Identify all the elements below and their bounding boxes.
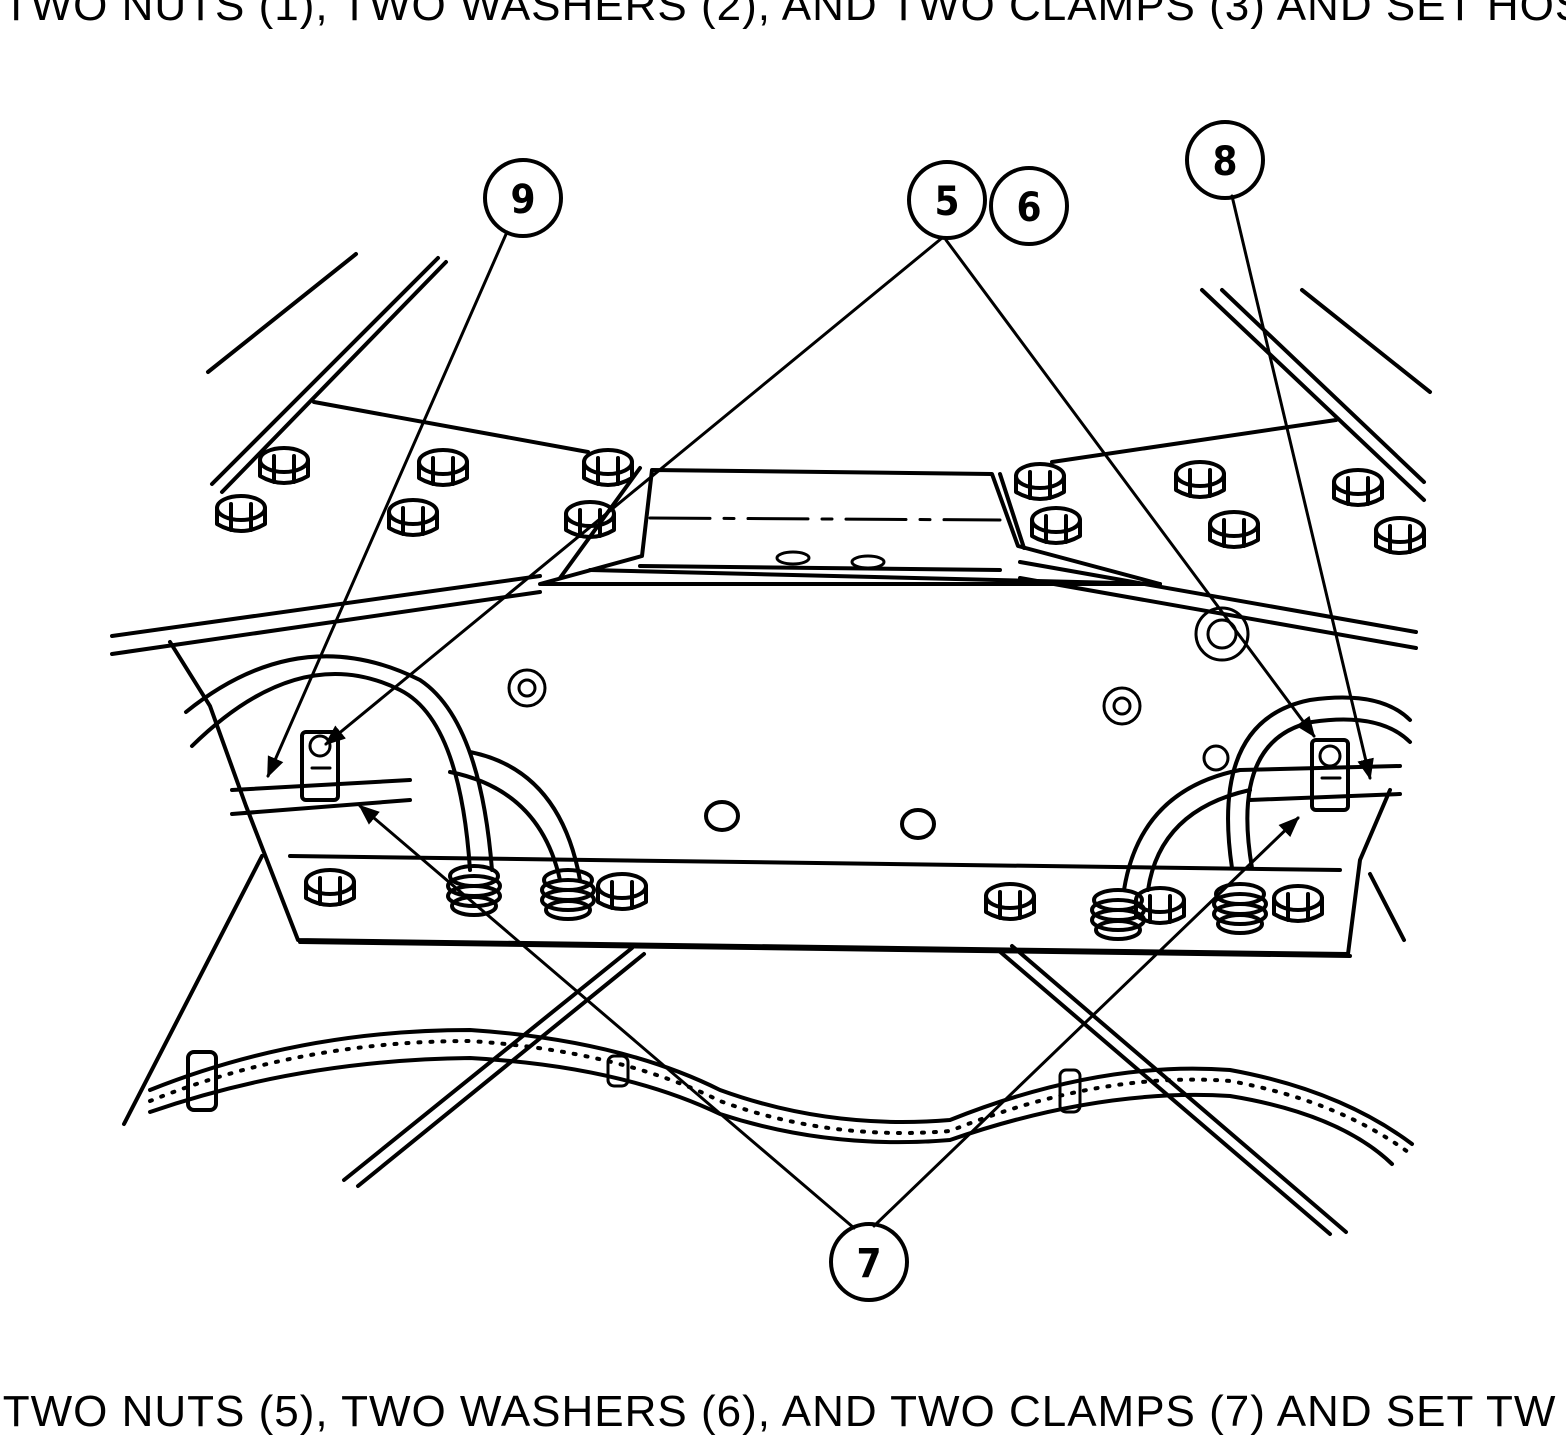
caption-bottom: E TWO NUTS (5), TWO WASHERS (6), AND TWO… <box>0 1387 1557 1436</box>
caption-top: E TWO NUTS (1), TWO WASHERS (2), AND TWO… <box>0 0 1566 30</box>
callout-8-label: 8 <box>1212 139 1237 185</box>
frame-lines <box>110 252 1432 656</box>
callout-6: 6 <box>989 166 1069 246</box>
leader-lines <box>266 194 1374 1230</box>
callout-5-label: 5 <box>934 179 959 225</box>
wire-harness <box>148 1028 1414 1166</box>
hoses-left <box>184 654 596 921</box>
lower-frame <box>342 944 1348 1236</box>
callout-6-label: 6 <box>1016 185 1041 231</box>
callout-5: 5 <box>907 160 987 240</box>
callout-9: 9 <box>483 158 563 238</box>
callout-9-label: 9 <box>510 177 535 223</box>
callout-7-label: 7 <box>856 1241 881 1287</box>
hoses-right <box>1090 695 1412 941</box>
callout-8: 8 <box>1185 120 1265 200</box>
mounting-plate <box>122 606 1406 1126</box>
callout-7: 7 <box>829 1222 909 1302</box>
